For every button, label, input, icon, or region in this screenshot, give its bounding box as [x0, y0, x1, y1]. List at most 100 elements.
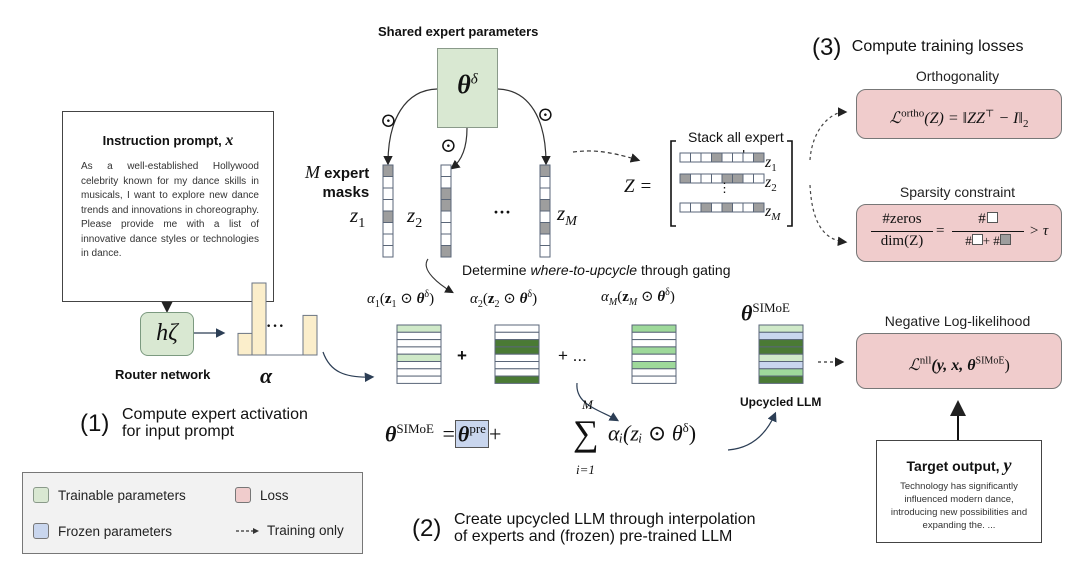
upcycled-stripe [758, 346, 804, 355]
one-cell-icon [999, 234, 1011, 245]
arrow-theta-to-z1 [383, 88, 438, 166]
expert-label-2: α2(z2 ⊙ θδ) [470, 289, 538, 310]
arrow-theta-to-z2 [450, 127, 468, 170]
step-2-text: Create upcycled LLM through interpolatio… [454, 511, 756, 545]
legend-item-frozen: Frozen parameters [33, 523, 172, 539]
arrow-stack-to-sparsity [809, 184, 848, 247]
target-output-box: Target output, y Technology has signific… [876, 440, 1042, 543]
ortho-loss-formula: ℒortho(Z) = ‖ZZ⊤ − I‖2 [889, 108, 1029, 131]
simoe-equation: θSIMoE =θpre+ [385, 420, 502, 449]
shared-theta-box: θδ [437, 48, 498, 128]
instruction-prompt-title: Instruction prompt, x [102, 132, 234, 149]
legend: Trainable parameters Loss Frozen paramet… [22, 472, 363, 554]
alpha-ellipsis: ··· [266, 318, 286, 335]
z-matrix-left-bracket [670, 140, 676, 227]
odot-icon-middle: ⊙ [440, 135, 457, 157]
upcycled-stripe [758, 339, 804, 348]
mask-cell [440, 245, 452, 258]
step-3-caption: (3) Compute training losses [812, 34, 1023, 62]
theta-pre-frozen-box: θpre [454, 420, 489, 449]
z-row-label-2: z2 [765, 174, 777, 195]
upcycled-stripe [758, 375, 804, 384]
sum-upper: M [582, 397, 593, 412]
z-matrix-cell [753, 152, 765, 163]
dashed-arrow-icon [236, 527, 259, 534]
expert-stripe [494, 375, 540, 384]
sparsity-fraction-1: #zeros dim(Z) [871, 211, 933, 250]
step-3-number: (3) [812, 34, 842, 61]
zero-cell-icon [971, 234, 983, 245]
sum-term: αᵢ(zᵢ ⊙ θδ) [608, 420, 697, 446]
instruction-prompt-box: Instruction prompt, x As a well-establis… [62, 111, 274, 302]
z-row-label-1: z1 [765, 154, 777, 175]
alpha-label: α [260, 363, 273, 388]
z-equals-label: Z = [624, 176, 653, 197]
z-matrix-cell [753, 173, 765, 184]
arrow-stack-to-ortho [809, 107, 848, 161]
router-network-box: hζ [140, 312, 194, 356]
odot-icon-left: ⊙ [380, 110, 397, 132]
target-output-text: Technology has significantly influenced … [890, 481, 1028, 531]
mask-cell [539, 245, 551, 258]
theta-delta-symbol: θδ [457, 69, 478, 99]
z-row-label-m: zM [765, 203, 781, 224]
z-vdots: ⋮ [718, 180, 731, 195]
arrow-theta-to-zm [497, 88, 551, 166]
step-3-text: Compute training losses [851, 38, 1024, 55]
step-2-number: (2) [412, 515, 442, 542]
mask-label-z1: z1 [350, 203, 366, 232]
arrow-experts-to-equation [576, 382, 620, 422]
target-output-title: Target output, y [906, 455, 1012, 475]
nll-loss-box: ℒnll(y, x, θSIMoE) [856, 333, 1062, 389]
mask-label-zm: zM [557, 201, 577, 230]
z-matrix-right-bracket [787, 140, 793, 227]
masks-ellipsis: ··· [493, 202, 512, 222]
sparsity-loss-title: Sparsity constraint [899, 184, 1016, 200]
zero-cell-icon [986, 212, 998, 223]
plus-ellipsis: + ... [558, 346, 587, 365]
upcycled-llm-label: Upcycled LLM [740, 395, 822, 409]
sum-lower: i=1 [576, 462, 595, 477]
router-symbol: hζ [156, 320, 178, 346]
odot-icon-right: ⊙ [537, 104, 554, 126]
router-network-label: Router network [115, 367, 211, 382]
z-matrix-cell [753, 202, 765, 213]
nll-loss-title: Negative Log-likelihood [884, 313, 1031, 329]
arrow-masks-to-gating [425, 258, 454, 294]
legend-item-training-only: Training only [235, 523, 344, 538]
shared-expert-params-title: Shared expert parameters [378, 24, 539, 39]
upcycled-stripe [758, 361, 804, 370]
arrow-equation-to-upcycled [727, 411, 777, 451]
upcycled-stripe [758, 368, 804, 377]
nll-loss-formula: ℒnll(y, x, θSIMoE) [908, 355, 1010, 375]
trainable-swatch [33, 487, 49, 503]
legend-item-trainable: Trainable parameters [33, 487, 186, 503]
mask-label-z2: z2 [407, 203, 423, 232]
step-1-number: (1) [80, 410, 110, 437]
sparsity-threshold: > τ [1029, 223, 1049, 239]
arrow-alpha-to-experts [322, 351, 375, 383]
sparsity-fraction-2: # #+ # [952, 211, 1024, 249]
arrow-masks-to-stack [572, 150, 641, 163]
instruction-prompt-text: As a well-established Hollywood celebrit… [81, 161, 259, 259]
upcycled-stripe [758, 324, 804, 333]
step-1-text: Compute expert activation for input prom… [122, 406, 308, 440]
upcycled-stripe [758, 331, 804, 341]
expert-label-1: α1(z1 ⊙ θδ) [367, 289, 435, 310]
expert-masks-label: M expert masks [305, 162, 370, 202]
gating-caption: Determine where-to-upcycle through gatin… [462, 262, 731, 278]
expert-stripe [631, 375, 677, 384]
sparsity-loss-box: #zeros dim(Z) = # #+ # > τ [856, 204, 1062, 262]
plus-sign-1: + [457, 346, 467, 365]
mask-cell [382, 245, 394, 258]
upcycled-stripe [758, 353, 804, 363]
upcycled-theta-label: θSIMoE [741, 300, 790, 326]
ortho-loss-box: ℒortho(Z) = ‖ZZ⊤ − I‖2 [856, 89, 1062, 139]
frozen-swatch [33, 523, 49, 539]
legend-item-loss: Loss [235, 487, 289, 503]
